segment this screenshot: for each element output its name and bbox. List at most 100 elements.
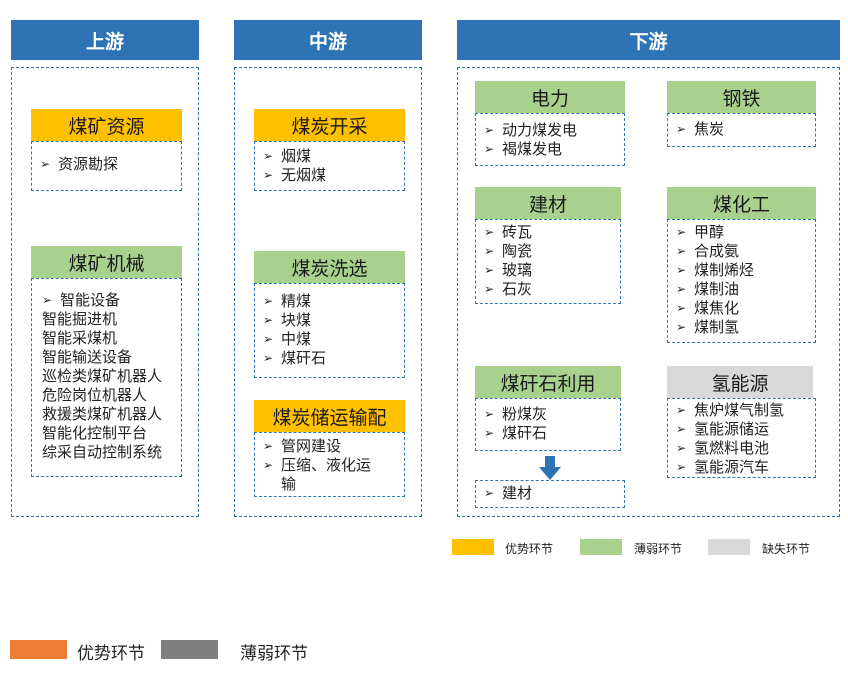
list-item: 智能掘进机 bbox=[42, 310, 118, 328]
arrowhead-bullet-icon: ➢ bbox=[484, 142, 495, 156]
coal-machinery-title: 煤矿机械 bbox=[31, 246, 182, 278]
list-item: 智能输送设备 bbox=[42, 348, 133, 366]
list-item: 综采自动控制系统 bbox=[42, 443, 163, 461]
list-item: ➢块煤 bbox=[263, 311, 312, 329]
list-item: ➢砖瓦 bbox=[484, 223, 533, 241]
list-item: ➢建材 bbox=[484, 484, 533, 502]
list-item: ➢动力煤发电 bbox=[484, 121, 578, 139]
hydrogen-energy-title: 氢能源 bbox=[667, 366, 813, 398]
steel-box: ➢焦炭 bbox=[667, 113, 816, 147]
list-item: ➢资源勘探 bbox=[40, 155, 119, 173]
arrowhead-bullet-icon: ➢ bbox=[263, 149, 274, 163]
legend2-label-advantage: 优势环节 bbox=[77, 644, 145, 664]
list-item: ➢焦炭 bbox=[676, 120, 725, 138]
arrowhead-bullet-icon: ➢ bbox=[676, 441, 687, 455]
list-item: 危险岗位机器人 bbox=[42, 386, 148, 404]
list-item: ➢氢能源储运 bbox=[676, 420, 770, 438]
downstream-header: 下游 bbox=[457, 20, 840, 60]
list-item: ➢智能设备 bbox=[42, 291, 121, 309]
arrowhead-bullet-icon: ➢ bbox=[484, 426, 495, 440]
arrowhead-bullet-icon: ➢ bbox=[676, 244, 687, 258]
legend2-swatch-weak bbox=[161, 640, 218, 659]
legend-label-weak: 薄弱环节 bbox=[634, 542, 683, 556]
coal-mining-title: 煤炭开采 bbox=[254, 109, 405, 141]
arrowhead-bullet-icon: ➢ bbox=[40, 157, 51, 171]
hydrogen-energy-box: ➢焦炉煤气制氢 ➢氢能源储运 ➢氢燃料电池 ➢氢能源汽车 bbox=[667, 398, 816, 478]
gangue-utilization-box: ➢粉煤灰 ➢煤矸石 bbox=[475, 398, 621, 451]
coal-washing-box: ➢精煤 ➢块煤 ➢中煤 ➢煤矸石 bbox=[254, 283, 405, 378]
list-item: ➢煤制氢 bbox=[676, 318, 740, 336]
downstream-frame bbox=[457, 67, 840, 517]
list-item: ➢煤焦化 bbox=[676, 299, 740, 317]
list-item: ➢焦炉煤气制氢 bbox=[676, 401, 785, 419]
arrowhead-bullet-icon: ➢ bbox=[484, 486, 495, 500]
legend2-label-weak: 薄弱环节 bbox=[240, 644, 308, 664]
list-item: ➢压缩、液化运输 bbox=[263, 456, 372, 493]
legend-label-advantage: 优势环节 bbox=[505, 542, 554, 556]
arrowhead-bullet-icon: ➢ bbox=[676, 460, 687, 474]
gangue-result-box: ➢建材 bbox=[475, 480, 625, 508]
list-item: 智能采煤机 bbox=[42, 329, 118, 347]
legend-swatch-advantage bbox=[452, 539, 494, 555]
coal-washing-title: 煤炭洗选 bbox=[254, 251, 405, 283]
list-item: ➢中煤 bbox=[263, 330, 312, 348]
list-item: ➢陶瓷 bbox=[484, 242, 533, 260]
coal-chemical-box: ➢甲醇 ➢合成氨 ➢煤制烯烃 ➢煤制油 ➢煤焦化 ➢煤制氢 bbox=[667, 219, 816, 343]
arrowhead-bullet-icon: ➢ bbox=[676, 320, 687, 334]
coal-resource-box: ➢资源勘探 bbox=[31, 141, 182, 191]
arrowhead-bullet-icon: ➢ bbox=[263, 458, 274, 472]
coal-storage-box: ➢管网建设 ➢压缩、液化运输 bbox=[254, 432, 405, 497]
list-item: ➢石灰 bbox=[484, 280, 533, 298]
arrowhead-bullet-icon: ➢ bbox=[484, 263, 495, 277]
list-item: ➢煤矸石 bbox=[263, 349, 327, 367]
midstream-header: 中游 bbox=[234, 20, 422, 60]
arrowhead-bullet-icon: ➢ bbox=[484, 282, 495, 296]
arrowhead-bullet-icon: ➢ bbox=[263, 351, 274, 365]
list-item: 智能化控制平台 bbox=[42, 424, 148, 442]
building-materials-title: 建材 bbox=[475, 187, 621, 219]
arrowhead-bullet-icon: ➢ bbox=[42, 293, 53, 307]
upstream-header-label: 上游 bbox=[85, 30, 124, 53]
arrowhead-bullet-icon: ➢ bbox=[676, 122, 687, 136]
arrowhead-bullet-icon: ➢ bbox=[263, 313, 274, 327]
legend2-swatch-advantage bbox=[10, 640, 67, 659]
building-materials-box: ➢砖瓦 ➢陶瓷 ➢玻璃 ➢石灰 bbox=[475, 219, 621, 304]
gangue-utilization-title: 煤矸石利用 bbox=[475, 366, 621, 398]
list-item: ➢褐煤发电 bbox=[484, 140, 563, 158]
list-item: ➢合成氨 bbox=[676, 242, 740, 260]
list-item: 巡检类煤矿机器人 bbox=[42, 367, 163, 385]
power-title: 电力 bbox=[475, 81, 625, 113]
coal-chemical-title: 煤化工 bbox=[667, 187, 816, 219]
steel-title: 钢铁 bbox=[667, 81, 816, 113]
arrowhead-bullet-icon: ➢ bbox=[676, 422, 687, 436]
list-item: ➢煤制烯烃 bbox=[676, 261, 755, 279]
down-arrow-icon bbox=[539, 456, 561, 480]
list-item: ➢煤矸石 bbox=[484, 424, 548, 442]
list-item: ➢煤制油 bbox=[676, 280, 740, 298]
midstream-header-label: 中游 bbox=[308, 30, 347, 53]
list-item: ➢玻璃 bbox=[484, 261, 533, 279]
upstream-frame bbox=[11, 67, 199, 517]
coal-storage-title: 煤炭储运输配 bbox=[254, 400, 405, 432]
arrowhead-bullet-icon: ➢ bbox=[263, 168, 274, 182]
arrowhead-bullet-icon: ➢ bbox=[676, 301, 687, 315]
list-item: ➢管网建设 bbox=[263, 437, 342, 455]
arrowhead-bullet-icon: ➢ bbox=[676, 403, 687, 417]
coal-resource-title: 煤矿资源 bbox=[31, 109, 182, 141]
arrowhead-bullet-icon: ➢ bbox=[676, 282, 687, 296]
arrowhead-bullet-icon: ➢ bbox=[484, 225, 495, 239]
list-item: 救援类煤矿机器人 bbox=[42, 405, 163, 423]
legend-swatch-weak bbox=[580, 539, 622, 555]
coal-machinery-box: ➢智能设备 智能掘进机 智能采煤机 智能输送设备 巡检类煤矿机器人 危险岗位机器… bbox=[31, 278, 182, 477]
arrowhead-bullet-icon: ➢ bbox=[484, 407, 495, 421]
legend-swatch-missing bbox=[708, 539, 750, 555]
list-item: ➢甲醇 bbox=[676, 223, 725, 241]
list-item: ➢精煤 bbox=[263, 292, 312, 310]
list-item: ➢粉煤灰 bbox=[484, 405, 548, 423]
list-item: ➢烟煤 bbox=[263, 147, 312, 165]
coal-mining-box: ➢烟煤 ➢无烟煤 bbox=[254, 141, 405, 191]
midstream-frame bbox=[234, 67, 422, 517]
list-item: ➢氢能源汽车 bbox=[676, 458, 770, 476]
arrowhead-bullet-icon: ➢ bbox=[484, 244, 495, 258]
arrowhead-bullet-icon: ➢ bbox=[263, 294, 274, 308]
